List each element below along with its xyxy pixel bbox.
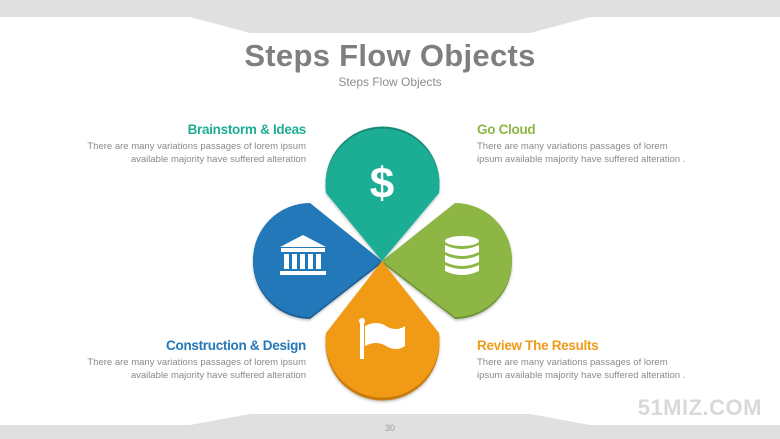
- step-go-cloud: Go Cloud There are many variations passa…: [477, 121, 707, 166]
- step-brainstorm-body: There are many variations passages of lo…: [87, 141, 306, 165]
- step-go-cloud-title: Go Cloud: [477, 122, 536, 137]
- dollar-icon: $: [370, 159, 394, 208]
- step-go-cloud-body: There are many variations passages of lo…: [477, 141, 686, 165]
- bank-icon: [280, 235, 326, 275]
- step-review-title: Review The Results: [477, 338, 599, 353]
- database-icon: [445, 236, 479, 275]
- step-construction-title: Construction & Design: [166, 338, 306, 353]
- flag-icon: [359, 318, 405, 359]
- step-brainstorm-title: Brainstorm & Ideas: [187, 122, 307, 137]
- step-construction: Construction & Design There are many var…: [76, 337, 306, 382]
- step-construction-body: There are many variations passages of lo…: [87, 357, 306, 381]
- top-band: [0, 0, 780, 33]
- step-review: Review The Results There are many variat…: [477, 337, 707, 382]
- top-band-shape: [0, 0, 780, 33]
- petal-brainstorm: [325, 126, 440, 261]
- slide-title: Steps Flow Objects: [244, 38, 536, 73]
- slide-subtitle: Steps Flow Objects: [338, 75, 442, 89]
- page-number: 30: [384, 423, 395, 433]
- brand-watermark: 51MIZ.COM: [637, 395, 762, 420]
- bottom-band-shape: [0, 414, 780, 439]
- step-brainstorm: Brainstorm & Ideas There are many variat…: [76, 121, 306, 166]
- step-review-body: There are many variations passages of lo…: [477, 357, 686, 381]
- bottom-band: [0, 414, 780, 439]
